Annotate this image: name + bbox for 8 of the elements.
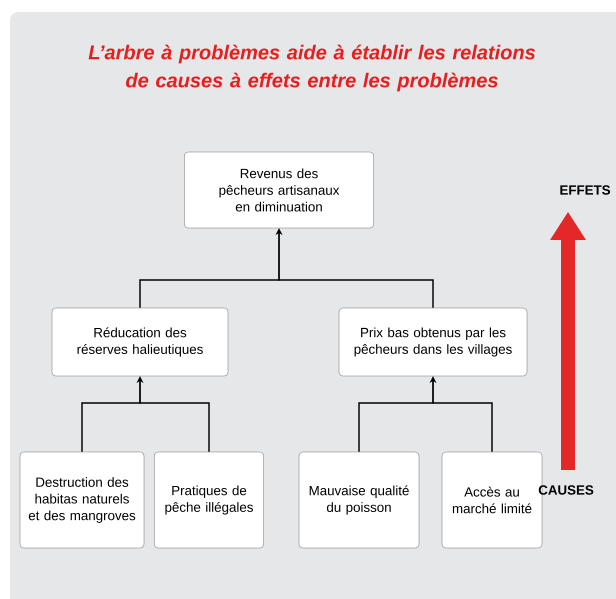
axis-label: EFFETS xyxy=(560,185,610,195)
problem-box: Destruction des habitas naturels et des mangroves xyxy=(20,452,144,548)
problem-box: Revenus des pêcheurs artisanaux en diminuation xyxy=(184,152,374,228)
title: L’arbre à problèmes aide à établir les relations de causes à effets entre les problèmes xyxy=(88,44,536,92)
problem-box: Prix bas obtenus par les pêcheurs dans les villages xyxy=(338,308,528,376)
problem-box: Pratiques de pêche illégales xyxy=(154,452,264,548)
problem-box: Réducation des réserves halieutiques xyxy=(52,308,228,376)
problem-box: Mauvaise qualité du poisson xyxy=(298,452,420,548)
